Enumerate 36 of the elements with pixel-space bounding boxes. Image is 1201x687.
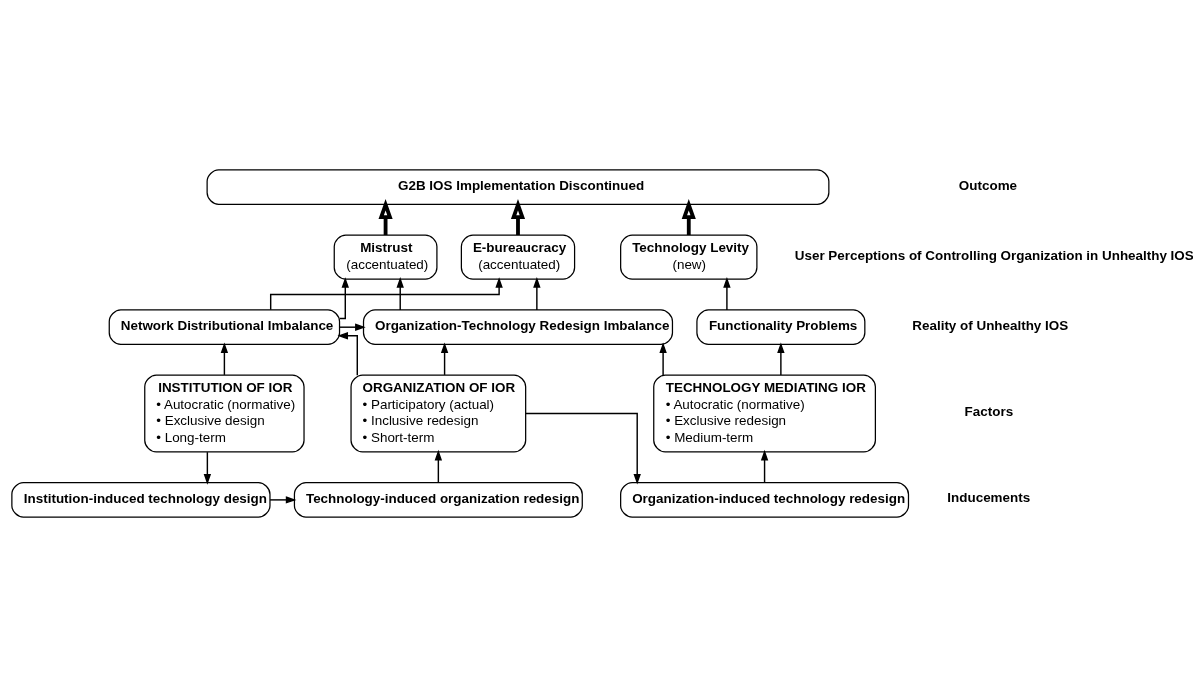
- arrow: [434, 449, 443, 484]
- node-box: Technology-induced organization redesign: [293, 482, 583, 518]
- node-box: E-bureaucracy (accentuated): [460, 234, 576, 280]
- arrow: [659, 342, 667, 376]
- node-box: G2B IOS Implementation Discontinued: [206, 169, 830, 205]
- arrow: [760, 449, 769, 484]
- arrow: [203, 451, 212, 485]
- node-box: Organization-Technology Redesign Imbalance: [362, 309, 674, 346]
- label: Reality of Unhealthy IOS: [912, 317, 1069, 333]
- arrow: [440, 342, 449, 376]
- node-box: TECHNOLOGY MEDIATING IOR • Autocratic (normative) • Exclusive redesign • Medium-term: [653, 374, 876, 453]
- arrow: [220, 342, 229, 376]
- label: Outcome: [958, 177, 1018, 193]
- arrow: [396, 277, 404, 311]
- arrow: [510, 198, 526, 235]
- node-box: Technology Levity (new): [620, 234, 758, 280]
- node-box: ORGANIZATION OF IOR • Participatory (actual) • Inclusive redesign • Short-term: [350, 374, 527, 453]
- node-box: Organization-induced technology redesign: [620, 482, 910, 518]
- arrow: [337, 332, 358, 376]
- node-box: Network Distributional Imbalance: [108, 309, 341, 346]
- arrow: [777, 342, 785, 376]
- node-box: Mistrust (accentuated): [333, 234, 438, 280]
- arrow: [525, 412, 641, 485]
- node-box: INSTITUTION OF IOR • Autocratic (normative) • Exclusive design • Long-term: [144, 374, 305, 453]
- label: User Perceptions of Controlling Organization in Unhealthy IOS: [794, 247, 1194, 263]
- arrow: [338, 323, 366, 331]
- arrow: [339, 277, 349, 320]
- label: Factors: [964, 404, 1014, 420]
- arrow: [269, 496, 297, 504]
- node-box: Functionality Problems: [696, 309, 866, 346]
- arrow: [681, 198, 696, 235]
- arrow: [378, 198, 393, 235]
- node-box: Institution-induced technology design: [11, 482, 271, 518]
- label: Inducements: [947, 490, 1031, 506]
- arrow: [533, 277, 541, 311]
- arrow: [723, 277, 731, 311]
